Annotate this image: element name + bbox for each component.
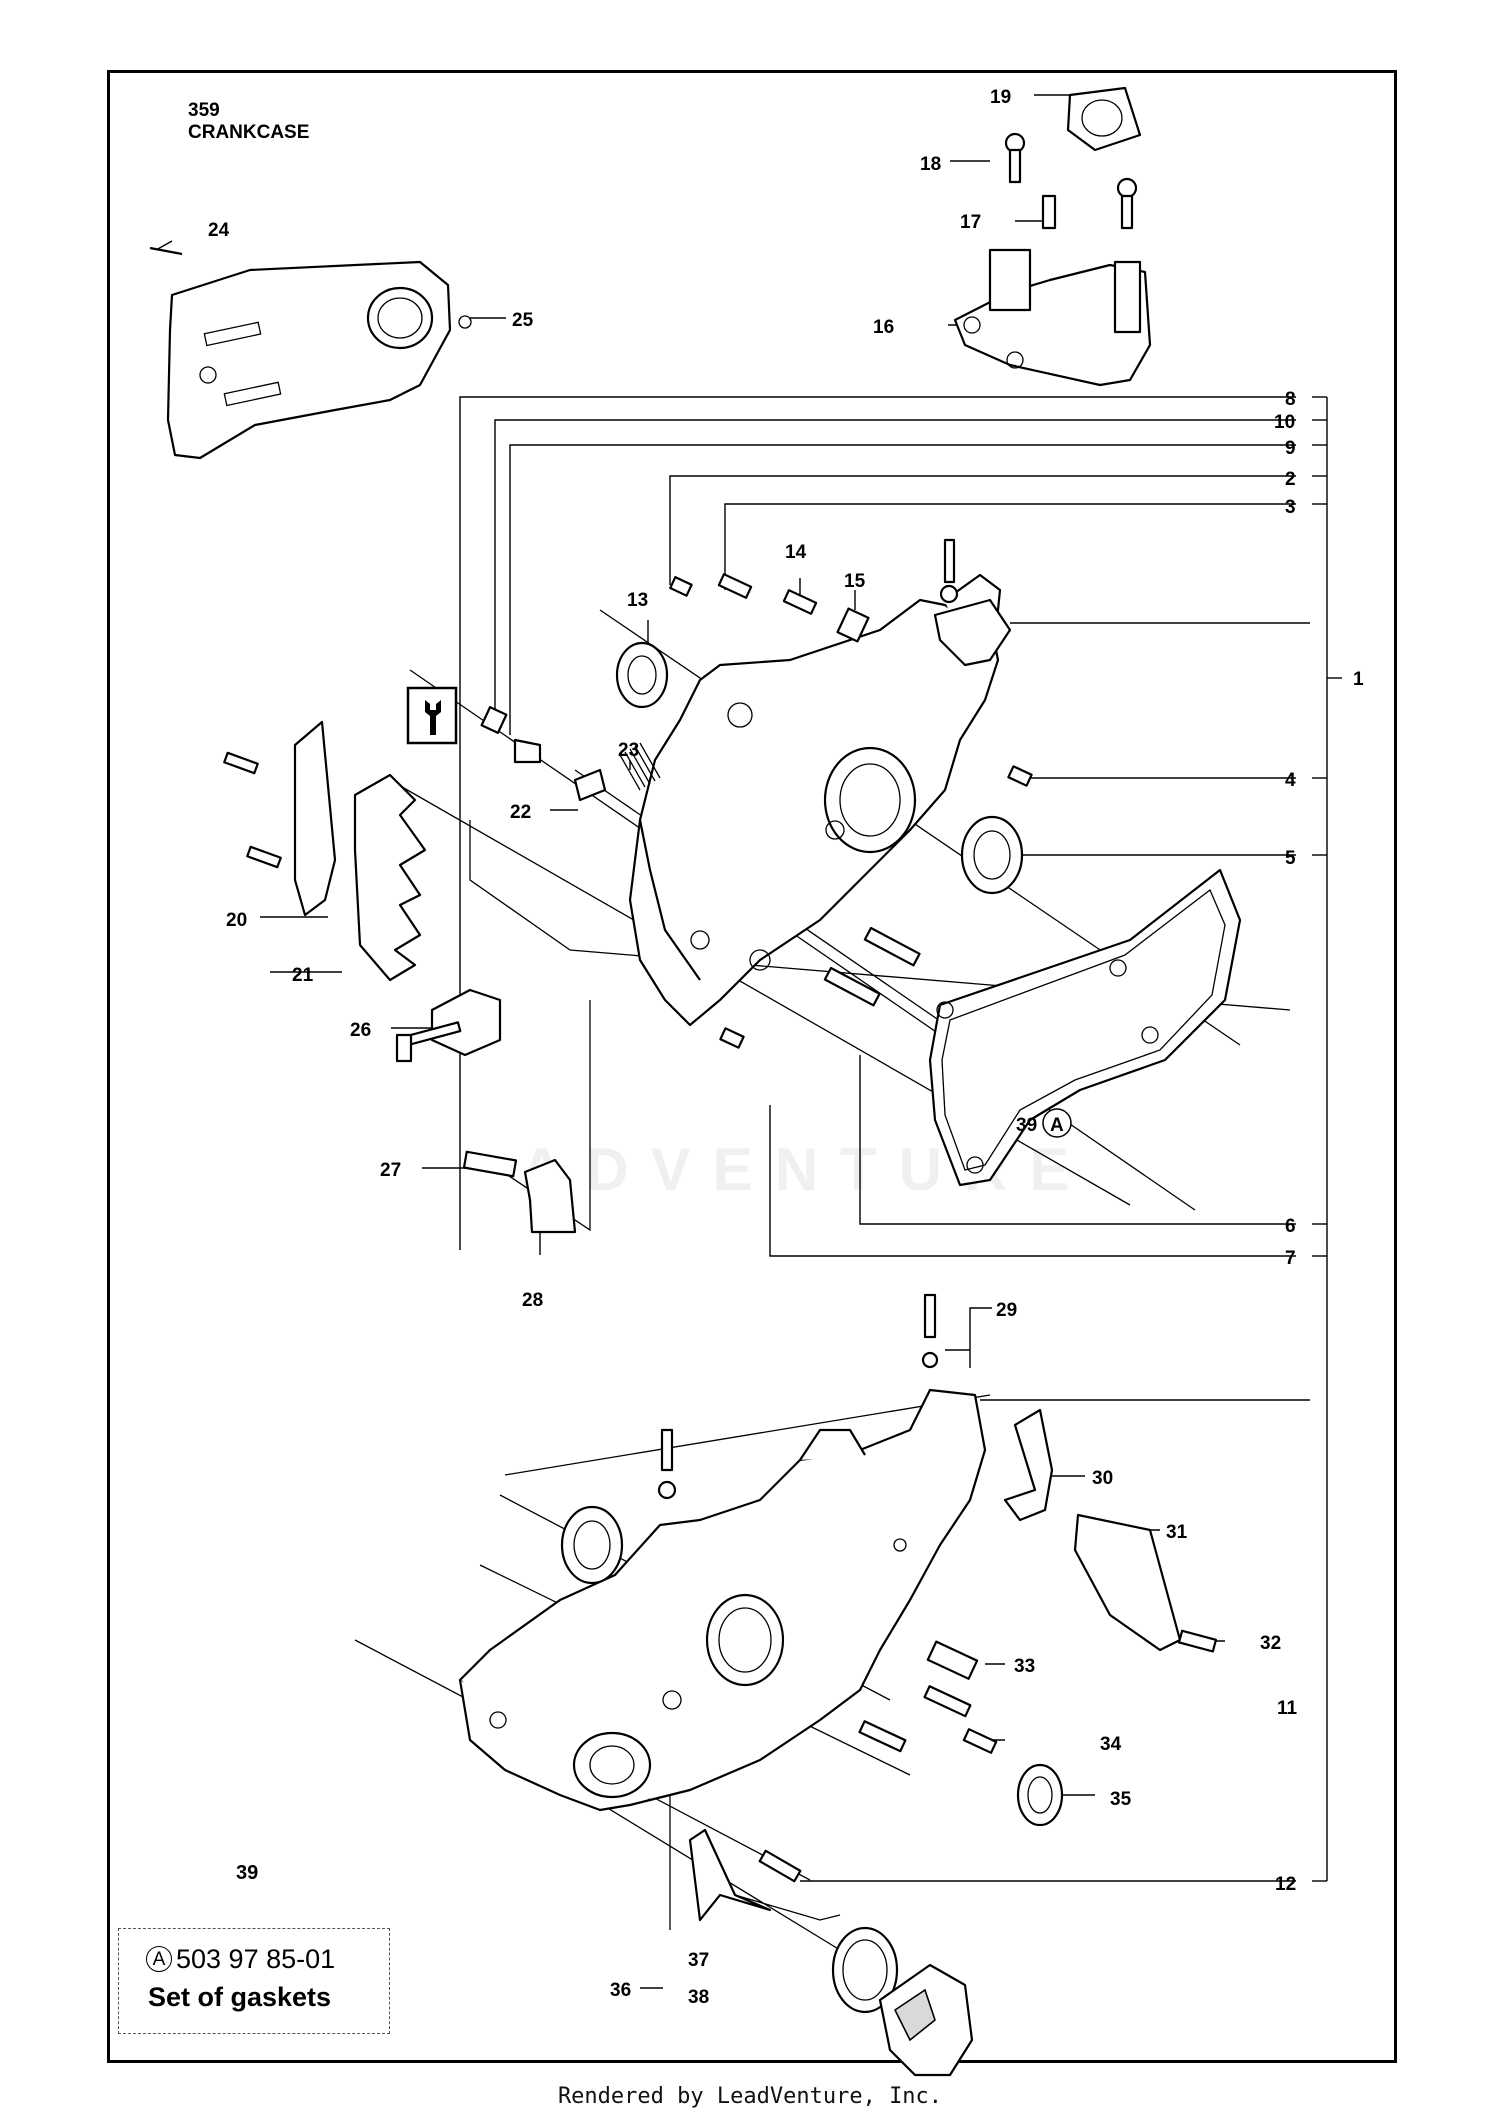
callout-26: 26: [350, 1020, 371, 1041]
lower-small-parts: [560, 1293, 1218, 2077]
callout-5: 5: [1285, 848, 1296, 869]
model-number: 359: [188, 100, 220, 121]
callout-7: 7: [1285, 1248, 1296, 1269]
callout-21: 21: [292, 965, 314, 986]
callout-22: 22: [510, 802, 531, 823]
callout-23: 23: [618, 740, 639, 761]
part-16-top-cover: [953, 86, 1152, 387]
inline-marker-circle: [1042, 1108, 1072, 1138]
callout-20: 20: [226, 910, 247, 931]
gasket-kit-description: Set of gaskets: [148, 1982, 332, 2012]
callout-6: 6: [1285, 1216, 1296, 1237]
gasket-kit-part-number: 503 97 85-01: [176, 1944, 336, 1974]
callout-15: 15: [844, 571, 866, 592]
callout-32: 32: [1260, 1633, 1281, 1654]
callout-3: 3: [1285, 497, 1296, 518]
callout-39: 39: [1016, 1115, 1037, 1136]
callout-10: 10: [1274, 412, 1295, 433]
callout-13: 13: [627, 590, 648, 611]
callout-28: 28: [522, 1290, 543, 1311]
callout-4: 4: [1285, 770, 1296, 791]
gasket-39: [928, 868, 1242, 1187]
callout-17: 17: [960, 212, 981, 233]
callout-29: 29: [996, 1300, 1017, 1321]
callout-14: 14: [785, 542, 807, 563]
upper-small-parts: [480, 538, 1033, 1049]
gasket-kit-marker: A: [146, 1946, 172, 1972]
callout-16: 16: [873, 317, 894, 338]
callout-8: 8: [1285, 389, 1296, 410]
callout-12: 12: [1275, 1874, 1296, 1895]
wrench-icon: [406, 686, 458, 745]
gasket-kit-ref: 39: [236, 1862, 259, 1884]
gasket-kit-box[interactable]: [118, 1928, 390, 2034]
part-25-guard-plate: [149, 246, 472, 460]
page-title: CRANKCASE: [188, 122, 310, 143]
callout-24: 24: [208, 220, 230, 241]
callout-33: 33: [1014, 1656, 1035, 1677]
callout-35: 35: [1110, 1789, 1132, 1810]
part-20-21-bumpers: [223, 720, 427, 982]
callout-36: 36: [610, 1980, 631, 2001]
callout-2: 2: [1285, 469, 1296, 490]
callout-1: 1: [1353, 669, 1364, 690]
callout-38: 38: [688, 1987, 709, 2008]
callout-9: 9: [1285, 438, 1296, 459]
callout-30: 30: [1092, 1468, 1113, 1489]
diagram-frame: [107, 70, 1397, 2063]
lower-crankcase: [458, 1388, 987, 1812]
footer-credit: Rendered by LeadVenture, Inc.: [557, 2084, 943, 2109]
inline-marker-letter: A: [1050, 1115, 1064, 1136]
callout-labels: 1 2 3 4 5 6 7 8 9 10 11 12 13 14 15 16 1…: [208, 87, 1364, 2008]
callout-31: 31: [1166, 1522, 1188, 1543]
main-bracket: [1312, 396, 1342, 1882]
callout-18: 18: [920, 154, 941, 175]
callout-27: 27: [380, 1160, 401, 1181]
part-26-27-28: [395, 988, 577, 1234]
callout-11: 11: [1277, 1698, 1298, 1719]
callout-25: 25: [512, 310, 534, 331]
callout-19: 19: [990, 87, 1011, 108]
callout-34: 34: [1100, 1734, 1122, 1755]
callout-37: 37: [688, 1950, 709, 1971]
